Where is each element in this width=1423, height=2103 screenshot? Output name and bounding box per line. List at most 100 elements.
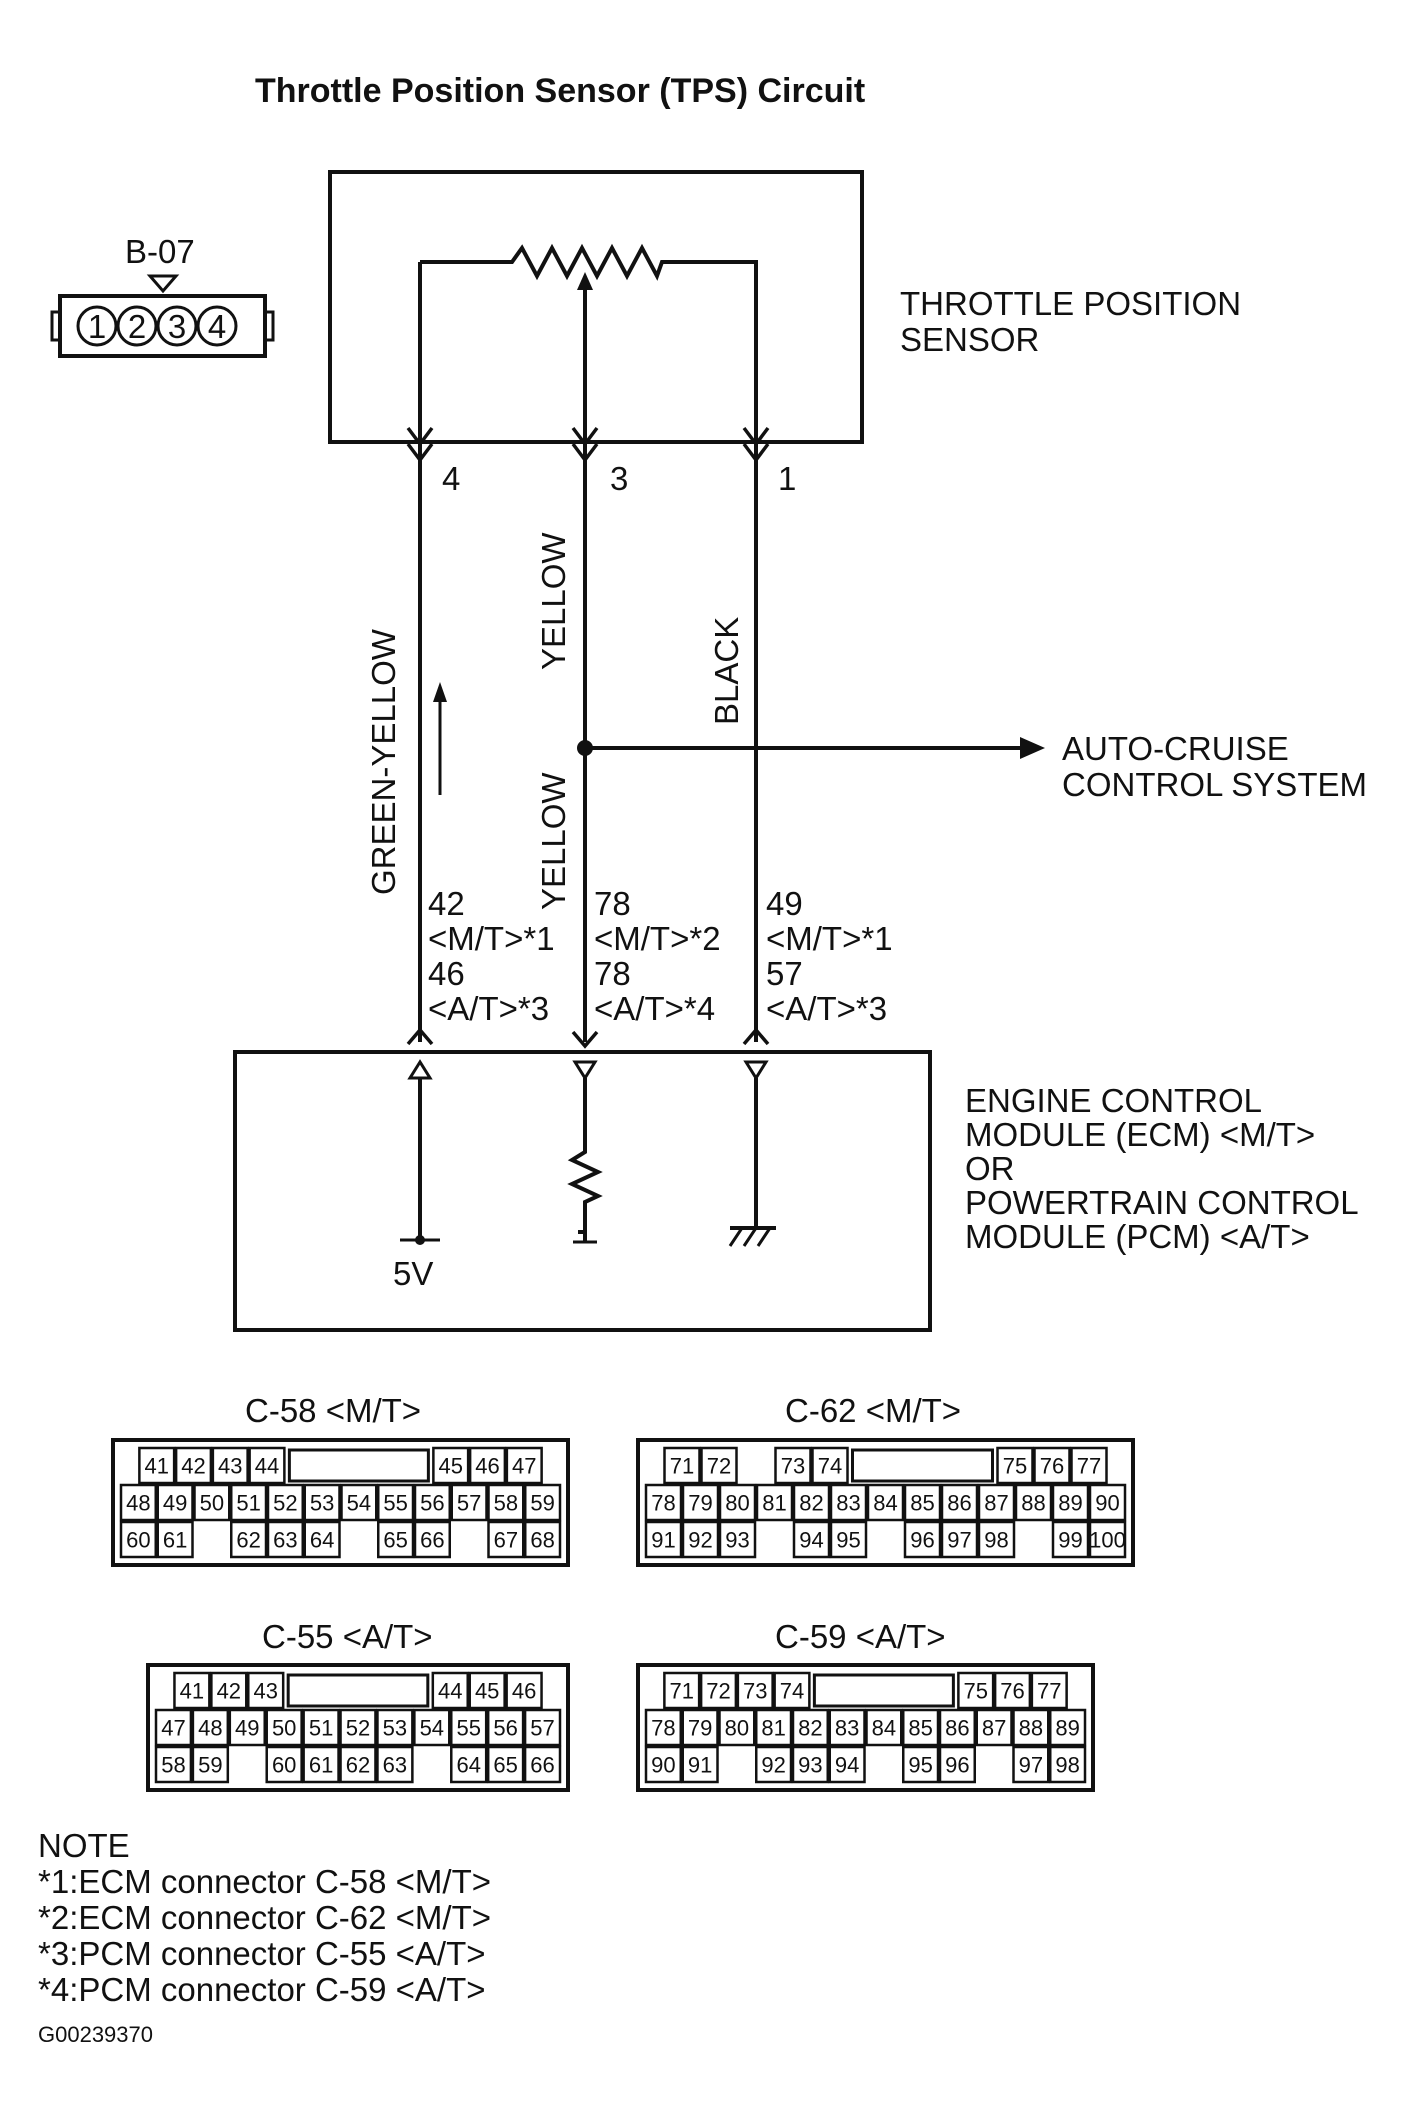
supply-node — [415, 1235, 425, 1245]
connector-b07-pointer — [146, 274, 180, 294]
connector-pin-number: 50 — [272, 1716, 296, 1741]
wiring: GREEN-YELLOW YELLOW YELLOW BLACK AUTO-CR… — [365, 444, 1367, 1049]
connector-pin-number: 65 — [493, 1753, 517, 1778]
connector-pin-cell — [191, 1708, 230, 1747]
terminal-left-line-1: 42 — [428, 885, 465, 922]
connector-pin-cell — [431, 1671, 469, 1710]
connector-pin-number: 48 — [198, 1716, 222, 1741]
connector-pin-cell — [829, 1483, 868, 1522]
connector-pin-cell — [524, 1520, 562, 1559]
connector-pin-number: 72 — [706, 1679, 730, 1704]
connector-pin-cell — [773, 1671, 811, 1710]
connector-pin-cell — [303, 1483, 341, 1522]
connector-pin-number: 81 — [762, 1491, 786, 1516]
terminal-middle-line-1: 78 — [594, 885, 631, 922]
connector-pin-cell — [736, 1671, 774, 1710]
connector-pin-cell — [377, 1483, 415, 1522]
connector-pin-number: 52 — [346, 1716, 370, 1741]
connector-pin-number: 56 — [493, 1716, 517, 1741]
connector-c55-outline — [146, 1663, 570, 1792]
connector-pin-cell — [1051, 1520, 1090, 1559]
connector-pin-number: 67 — [494, 1528, 518, 1553]
sensor-pin-1-label: 1 — [778, 460, 796, 497]
connector-pin-number: 60 — [126, 1528, 150, 1553]
connector-b07-id: B-07 — [125, 233, 195, 270]
connector-pin-number: 72 — [707, 1454, 731, 1479]
connector-pin-cell — [700, 1446, 738, 1485]
sensor-pin-4-label: 4 — [442, 460, 460, 497]
terminal-left-line-4: <A/T>*3 — [428, 990, 549, 1027]
connector-pin-cell — [119, 1520, 157, 1559]
connector-pin-number: 41 — [145, 1454, 169, 1479]
connector-pin-number: 53 — [383, 1716, 407, 1741]
connector-pin-number: 47 — [512, 1454, 536, 1479]
connector-pin-number: 58 — [494, 1491, 518, 1516]
connector-pin-number: 45 — [475, 1679, 499, 1704]
terminal-middle-line-4: <A/T>*4 — [594, 990, 715, 1027]
connector-b07-pin-2 — [116, 305, 158, 347]
connector-pin-number: 94 — [835, 1753, 859, 1778]
connector-pin-number: 42 — [217, 1679, 241, 1704]
connector-pin-number: 54 — [347, 1491, 371, 1516]
connector-pin-cell — [377, 1520, 415, 1559]
module-terminal-middle-icon — [571, 1030, 599, 1049]
connector-pin-cell — [265, 1745, 303, 1784]
connector-pin-cell — [977, 1483, 1016, 1522]
connector-pin-number: 93 — [725, 1528, 749, 1553]
terminal-right-line-1: 49 — [766, 885, 803, 922]
connector-pin-number: 51 — [236, 1491, 260, 1516]
connector-pin-cell — [266, 1483, 304, 1522]
connector-pin-number: 58 — [161, 1753, 185, 1778]
module-terminal-right-icon — [742, 1027, 770, 1046]
connector-pin-cell — [792, 1483, 831, 1522]
connector-pin-number: 64 — [310, 1528, 334, 1553]
connector-b07: B-07 1 2 3 4 — [50, 233, 275, 358]
terminal-left-line-3: 46 — [428, 955, 465, 992]
connector-c58-title: C-58 <M/T> — [245, 1392, 421, 1429]
connector-pin-number: 83 — [836, 1491, 860, 1516]
connector-pin-cell — [505, 1671, 543, 1710]
module-box — [233, 1050, 932, 1332]
connector-pin-cell — [1070, 1446, 1108, 1485]
connector-pin-cell — [1012, 1708, 1050, 1747]
auto-cruise-label-line-1: AUTO-CRUISE — [1062, 730, 1289, 767]
connector-pin-cell — [644, 1708, 682, 1747]
connector-pin-cell — [138, 1446, 176, 1485]
connector-pin-number: 68 — [530, 1528, 554, 1553]
connector-pin-cell — [996, 1446, 1034, 1485]
connector-pin-number: 71 — [670, 1679, 694, 1704]
connector-b07-pin-3 — [156, 305, 198, 347]
connector-pin-cell — [339, 1708, 377, 1747]
connector-pin-number: 44 — [255, 1454, 279, 1479]
connector-pin-number: 78 — [651, 1491, 675, 1516]
connector-pin-cell — [450, 1483, 488, 1522]
note-item-4: *4:PCM connector C-59 <A/T> — [38, 1971, 486, 2008]
connector-pin-number: 100 — [1089, 1528, 1126, 1553]
connector-pin-cell — [505, 1446, 543, 1485]
connector-pin-number: 97 — [947, 1528, 971, 1553]
connector-pin-cell — [450, 1708, 488, 1747]
connector-pin-cell — [681, 1483, 720, 1522]
connector-pin-cell — [957, 1671, 995, 1710]
module-label-line-3: OR — [965, 1150, 1015, 1187]
connector-pin-number: 80 — [725, 1716, 749, 1741]
connector-c55-title: C-55 <A/T> — [262, 1618, 433, 1655]
connector-pin-number: 59 — [198, 1753, 222, 1778]
connector-pin-number: 93 — [798, 1753, 822, 1778]
connector-pin-cell — [718, 1483, 757, 1522]
connector-pin-number: 49 — [235, 1716, 259, 1741]
connector-pin-number: 53 — [310, 1491, 334, 1516]
connector-pin-cell — [523, 1745, 562, 1784]
connector-pin-cell — [828, 1745, 866, 1784]
connector-pin-cell — [486, 1708, 525, 1747]
connector-pin-cell — [977, 1520, 1016, 1559]
connector-pin-cell — [644, 1483, 683, 1522]
connector-pin-number: 56 — [420, 1491, 444, 1516]
note-item-2: *2:ECM connector C-62 <M/T> — [38, 1899, 491, 1936]
connector-pin-number: 43 — [218, 1454, 242, 1479]
connector-b07-pin-4-label: 4 — [208, 308, 226, 345]
connector-pin-cell — [774, 1446, 812, 1485]
connector-pin-cell — [681, 1520, 720, 1559]
